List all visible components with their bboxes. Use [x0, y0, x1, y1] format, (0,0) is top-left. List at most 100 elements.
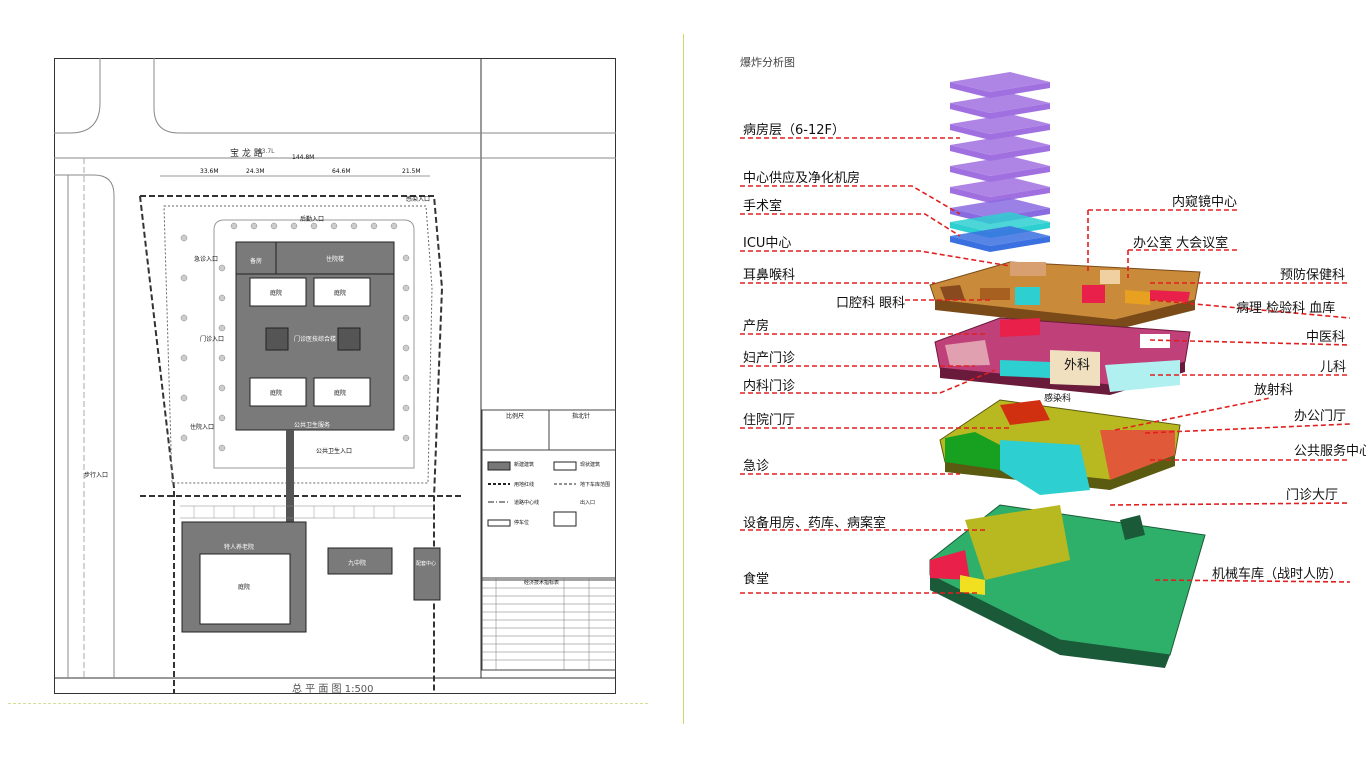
- label-outpatient-hall: 门诊大厅: [1286, 488, 1339, 503]
- label-radiology: 放射科: [1254, 383, 1294, 398]
- legend-item-6: 停车位: [514, 520, 530, 526]
- label-office-hall: 办公门厅: [1294, 409, 1347, 424]
- entrance-logistics: 后勤入口: [300, 216, 325, 223]
- court-a: 庭院: [270, 290, 283, 297]
- legend-item-0: 新建建筑: [514, 462, 535, 468]
- ward-floor-side: [950, 166, 1050, 182]
- ward-floor-side: [950, 82, 1050, 98]
- plan-title: 总 平 面 图 1:500: [292, 684, 374, 695]
- legend-item-3: 地下车库范围: [580, 482, 611, 488]
- index-table-title: 经济技术指标表: [524, 580, 560, 586]
- label-emergency: 急诊: [743, 459, 770, 474]
- label-equipment: 设备用房、药库、病案室: [743, 516, 887, 531]
- entrance-public-health: 公共卫生入口: [316, 448, 353, 455]
- ward-floor-top: [950, 156, 1050, 176]
- leader-line: [740, 250, 1011, 267]
- south-building-label: 特人养老院: [224, 544, 255, 551]
- floor-plate-1f: [929, 504, 1206, 668]
- leader-line: [740, 369, 996, 394]
- diagram-title: 爆炸分析图: [740, 56, 795, 69]
- dim-1: 33.6M: [200, 168, 219, 175]
- label-icu: ICU中心: [743, 236, 792, 251]
- label-supply: 中心供应及净化机房: [743, 171, 861, 186]
- road-width: 163.7L: [254, 148, 275, 155]
- block-b-label: 住院楼: [326, 256, 345, 263]
- ward-floor-side: [950, 236, 1050, 252]
- entrance-pedestrian: 步行入口: [84, 472, 109, 479]
- main-building-label: 门诊医技综合楼: [294, 336, 337, 343]
- ward-floor-top: [950, 114, 1050, 134]
- legend-item-1: 现状建筑: [580, 462, 601, 468]
- leader-line: [1144, 423, 1351, 434]
- ward-floor-top: [950, 212, 1050, 232]
- ward-floor-top: [950, 198, 1050, 218]
- ward-floor-top: [950, 72, 1050, 92]
- leader-line: [740, 213, 961, 237]
- label-garage: 机械车库（战时人防）: [1212, 567, 1343, 582]
- entrance-infection: 感染入口: [406, 196, 431, 203]
- leader-line: [740, 185, 961, 215]
- leader-line: [1149, 339, 1351, 346]
- label-surgery-dept: 外科: [1064, 358, 1091, 373]
- label-canteen: 食堂: [743, 572, 770, 587]
- ward-floor-side: [950, 124, 1050, 140]
- label-surgery: 手术室: [743, 199, 783, 214]
- label-internal: 内科门诊: [743, 379, 796, 394]
- label-ward: 病房层（6-12F）: [743, 123, 845, 138]
- ward-floor-side: [950, 145, 1050, 161]
- label-endoscopy: 内窥镜中心: [1172, 195, 1238, 210]
- road-name: 宝 龙 路: [230, 149, 263, 159]
- ward-floor-side: [950, 103, 1050, 119]
- site-plan: 宝 龙 路 163.7L 33.6M 24.3M 144.8M 64.6M 21…: [54, 58, 616, 695]
- floor-plate-4f: [929, 261, 1201, 330]
- entrance-inpatient: 住院入口: [190, 424, 215, 431]
- ward-floor-top: [950, 177, 1050, 197]
- label-ent: 耳鼻喉科: [743, 268, 796, 283]
- entrance-emergency: 急诊入口: [194, 256, 219, 263]
- label-pediatrics: 儿科: [1320, 360, 1347, 375]
- legend-item-2: 用地红线: [514, 482, 535, 488]
- legend-item-5: 出入口: [580, 500, 596, 506]
- label-delivery: 产房: [743, 319, 770, 334]
- public-service-label: 公共卫生服务: [294, 422, 331, 429]
- bottom-dotted-rule: [8, 703, 648, 704]
- leader-lines: [740, 137, 1351, 594]
- court-c: 庭院: [270, 390, 283, 397]
- ward-floor-top: [950, 93, 1050, 113]
- label-inpatient-hall: 住院门厅: [743, 413, 796, 428]
- label-infection: 感染科: [1044, 394, 1072, 404]
- dim-5: 21.5M: [402, 168, 421, 175]
- block-a-label: 备房: [250, 258, 263, 265]
- leader-line: [1154, 579, 1351, 583]
- floor-plate-2f: [939, 399, 1181, 495]
- ward-floor-top: [950, 226, 1050, 246]
- side-a-label: 九中院: [348, 560, 367, 567]
- dim-3: 144.8M: [292, 154, 315, 161]
- south-court-label: 庭院: [238, 584, 251, 591]
- leader-line: [1149, 299, 1351, 319]
- divider-line: [683, 34, 684, 724]
- label-obgyn: 妇产门诊: [743, 351, 796, 366]
- legend-north: 指北针: [572, 413, 591, 420]
- site-plan-drawing: [54, 58, 616, 694]
- legend-item-4: 道路中心线: [514, 500, 540, 506]
- legend-scale: 比例尺: [506, 413, 525, 420]
- ward-floor-top: [950, 135, 1050, 155]
- label-dental-eye: 口腔科 眼科: [836, 296, 906, 311]
- label-prevention: 预防保健科: [1280, 268, 1346, 283]
- floor-plate-3f: [934, 317, 1191, 395]
- court-d: 庭院: [334, 390, 347, 397]
- ward-floor-side: [950, 187, 1050, 203]
- label-pathology: 病理 检验科 血库: [1236, 301, 1336, 316]
- dim-4: 64.6M: [332, 168, 351, 175]
- entrance-outpatient: 门诊入口: [200, 336, 225, 343]
- side-b-label: 配套中心: [416, 561, 437, 567]
- label-tcm: 中医科: [1306, 330, 1346, 345]
- label-office-meeting: 办公室 大会议室: [1133, 236, 1229, 251]
- label-public-service: 公共服务中心: [1294, 444, 1366, 459]
- ward-floors: [950, 72, 1050, 252]
- dim-2: 24.3M: [246, 168, 265, 175]
- leader-line: [1109, 502, 1351, 506]
- leader-line: [1114, 397, 1271, 431]
